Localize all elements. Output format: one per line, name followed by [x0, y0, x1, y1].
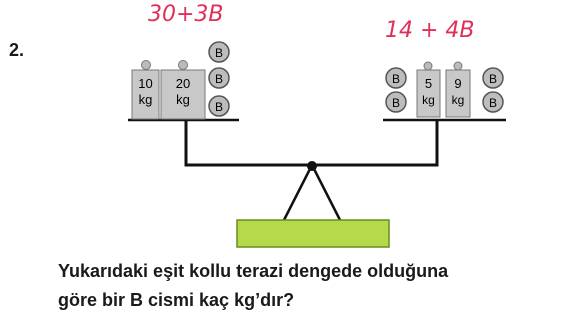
ball-label: B [489, 96, 497, 110]
question-line-1: Yukarıdaki eşit kollu terazi dengede old… [58, 261, 449, 281]
weight-handle [178, 60, 188, 70]
ball-label: B [489, 72, 497, 86]
ball-label: B [215, 100, 223, 114]
weight-9kg [445, 69, 471, 118]
ball-label: B [215, 46, 223, 60]
pivot [307, 161, 317, 171]
left-weights: 10 kg 20 kg [131, 60, 206, 120]
weight-20kg [160, 69, 206, 120]
ball-b [208, 95, 230, 117]
weight-value: 9 [454, 76, 461, 91]
left-annotation: 30+3B [148, 2, 224, 27]
ball-b [385, 91, 407, 113]
scale-base [236, 219, 390, 248]
weight-unit: kg [452, 93, 465, 107]
ball-label: B [215, 72, 223, 86]
weight-10kg [131, 69, 160, 120]
weight-value: 5 [425, 76, 432, 91]
weight-handle [141, 60, 151, 70]
ball-label: B [392, 72, 400, 86]
weight-unit: kg [176, 92, 190, 107]
right-balls-left: B B [385, 67, 407, 113]
weight-value: 20 [176, 76, 190, 91]
question-number: 2. [9, 40, 25, 60]
right-balls-right: B B [482, 67, 504, 113]
weight-handle [423, 61, 433, 71]
scale-beam [184, 121, 439, 167]
ball-b [385, 67, 407, 89]
weight-value: 10 [138, 76, 152, 91]
ball-label: B [392, 96, 400, 110]
ball-b [208, 41, 230, 63]
weight-unit: kg [139, 92, 153, 107]
right-weights: 5 kg 9 kg [416, 61, 471, 118]
weight-5kg [416, 69, 441, 118]
right-annotation: 14 + 4B [385, 18, 475, 43]
question-text: Yukarıdaki eşit kollu terazi dengede old… [58, 257, 563, 315]
ball-b [208, 67, 230, 89]
stand-right-leg [310, 164, 342, 221]
stand-left-leg [282, 164, 314, 221]
left-balls: B B B [208, 41, 230, 117]
ball-b [482, 67, 504, 89]
ball-b [482, 91, 504, 113]
weight-unit: kg [422, 93, 435, 107]
question-line-2: göre bir B cismi kaç kg’dır? [58, 290, 295, 310]
weight-handle [453, 61, 463, 71]
